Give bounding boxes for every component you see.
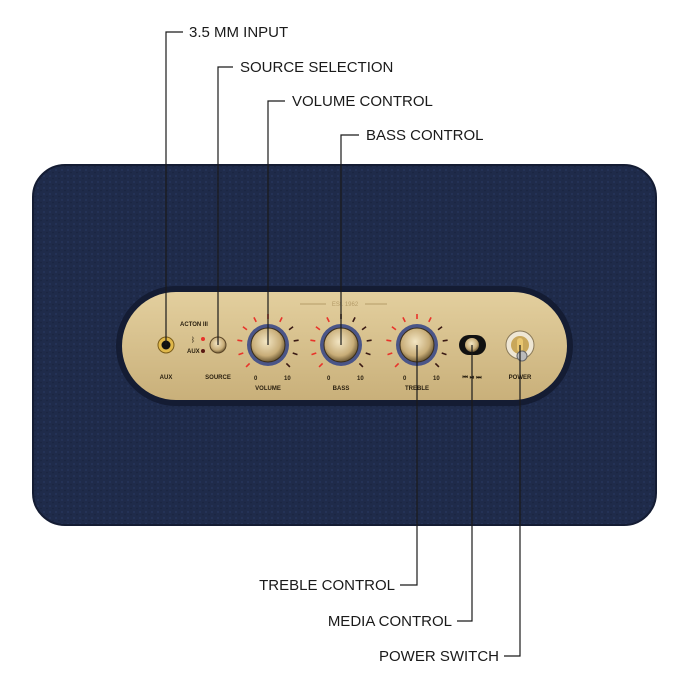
- source-label: SOURCE: [205, 375, 231, 381]
- brand-logo: ESt. 1962: [332, 302, 359, 308]
- volume-label: VOLUME: [255, 386, 281, 392]
- bass-level-tick: [358, 362, 364, 368]
- bass-level-tick: [318, 362, 324, 368]
- volume-level-tick: [292, 352, 298, 356]
- treble-level-tick: [437, 326, 443, 331]
- bass-level-tick: [366, 339, 372, 342]
- aux-led: [201, 349, 205, 353]
- volume-level-tick: [245, 362, 251, 368]
- treble-scale-max: 10: [433, 376, 440, 382]
- bluetooth-icon: ᛒ: [191, 336, 195, 344]
- volume-level-tick: [242, 326, 248, 331]
- volume-level-tick: [293, 339, 299, 342]
- callout-power: POWER SWITCH: [379, 648, 499, 665]
- treble-level-tick: [386, 339, 392, 342]
- callout-treble: TREBLE CONTROL: [259, 577, 395, 594]
- treble-level-tick: [394, 362, 400, 368]
- bass-level-tick: [361, 326, 367, 331]
- volume-scale-max: 10: [284, 376, 291, 382]
- bass-level-tick: [315, 326, 321, 331]
- callout-volume: VOLUME CONTROL: [292, 93, 433, 110]
- treble-scale-min: 0: [403, 376, 407, 382]
- bass-scale-max: 10: [357, 376, 364, 382]
- aux-label: AUX: [160, 375, 173, 381]
- bass-level-tick: [365, 352, 371, 356]
- volume-level-tick: [253, 317, 257, 323]
- bass-scale-min: 0: [327, 376, 331, 382]
- bass-level-tick: [311, 352, 317, 356]
- bass-label: BASS: [333, 386, 350, 392]
- bass-level-tick: [310, 339, 316, 342]
- callout-bass: BASS CONTROL: [366, 127, 484, 144]
- volume-scale-min: 0: [254, 376, 258, 382]
- treble-level-tick: [441, 352, 447, 356]
- volume-level-tick: [238, 352, 244, 356]
- callout-source: SOURCE SELECTION: [240, 59, 393, 76]
- aux-indicator-label: AUX: [187, 349, 200, 355]
- callout-lines: [165, 31, 521, 657]
- volume-level-tick: [285, 362, 291, 368]
- treble-level-tick: [402, 317, 406, 323]
- bass-level-tick: [352, 317, 356, 323]
- volume-level-tick: [288, 326, 294, 331]
- callout-media: MEDIA CONTROL: [328, 613, 452, 630]
- volume-level-tick: [237, 339, 243, 342]
- callout-input: 3.5 MM INPUT: [189, 24, 288, 41]
- bass-level-tick: [326, 317, 330, 323]
- model-label: ACTON III: [180, 322, 208, 328]
- volume-level-tick: [279, 317, 283, 323]
- treble-level-tick: [442, 339, 448, 342]
- treble-level-tick: [428, 317, 432, 323]
- treble-level-tick: [434, 362, 440, 368]
- bluetooth-led: [201, 337, 205, 341]
- treble-level-tick: [387, 352, 393, 356]
- treble-level-tick: [391, 326, 397, 331]
